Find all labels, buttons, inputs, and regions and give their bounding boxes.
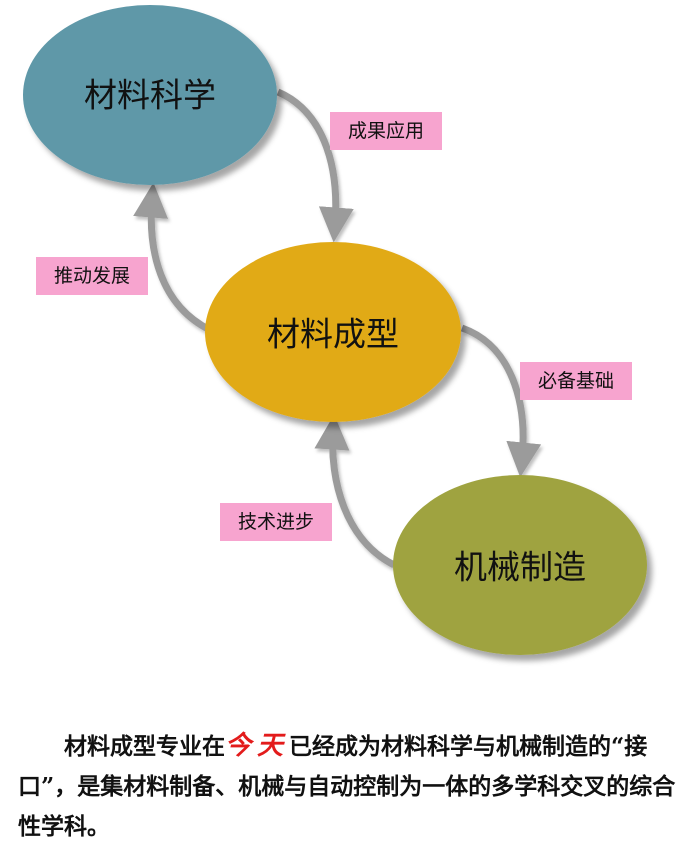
svg-text:技术进步: 技术进步 [238,511,314,533]
node-materials-science-shape [23,5,277,185]
node-materials-forming-label: 材料成型 [267,315,399,354]
arrow-forming-to-manufacturing [460,324,542,478]
paragraph-part1: 材料成型专业在 [64,733,225,760]
node-materials-forming: 材料成型 [205,242,461,422]
arrow-manufacturing-to-forming [314,414,396,569]
node-materials-forming-shape [205,242,461,422]
description-paragraph: 材料成型专业在今天已经成为材料科学与机械制造的“接口”，是集材料制备、机械与自动… [18,726,678,847]
relationship-diagram: 材料科学 材料成型 机械制造 成果应用 推动发展 必备基础 技术进步 [23,5,647,655]
svg-text:成果应用: 成果应用 [348,120,424,142]
paragraph-part2: 已经成为材料科学与机械制造的“接口”，是集材料制备、机械与自动控制为一体的多学科… [18,733,676,840]
svg-text:必备基础: 必备基础 [538,370,614,392]
node-mechanical-manufacturing-label: 机械制造 [454,548,586,587]
edge-label-technical-progress: 技术进步 [220,503,332,541]
arrow-science-to-forming [276,88,354,243]
svg-text:推动发展: 推动发展 [54,265,130,287]
arrows [133,88,542,569]
arrow-forming-to-science [133,182,212,334]
paragraph-highlight: 今天 [225,731,290,761]
edge-label-promote-development: 推动发展 [36,257,148,295]
node-materials-science: 材料科学 [23,5,277,185]
edge-label-essential-foundation: 必备基础 [520,362,632,400]
node-materials-science-label: 材料科学 [84,76,216,115]
edge-label-achievement-application: 成果应用 [330,112,442,150]
node-mechanical-manufacturing: 机械制造 [393,475,647,655]
node-mechanical-manufacturing-shape [393,475,647,655]
